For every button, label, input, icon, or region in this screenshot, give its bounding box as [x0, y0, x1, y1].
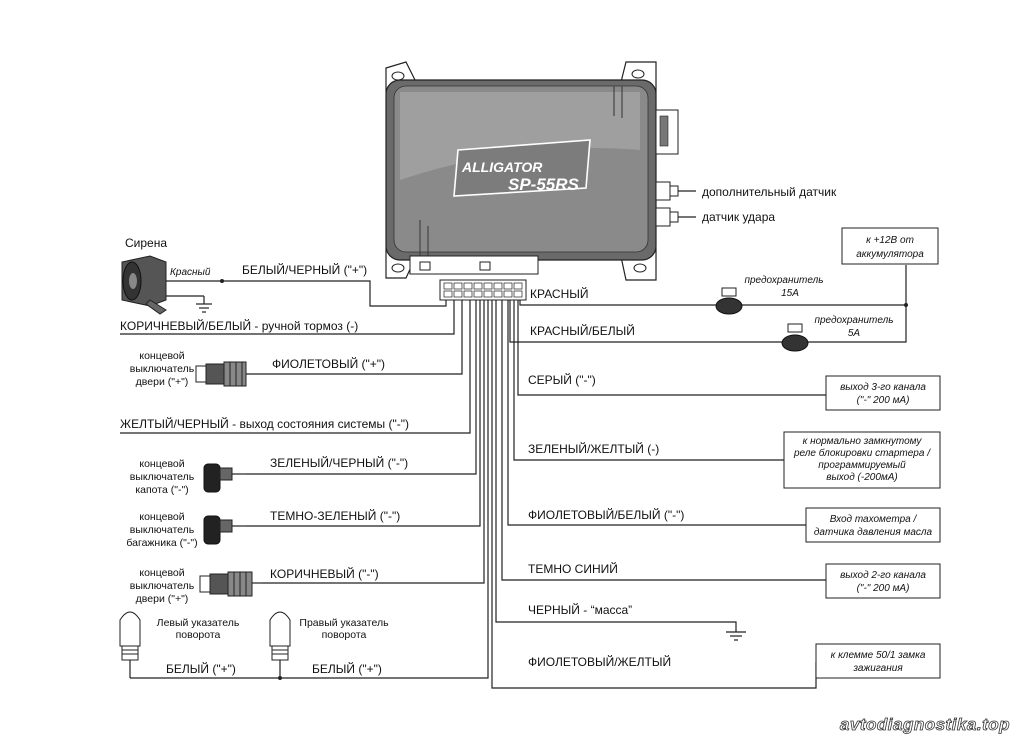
main-connector	[439, 279, 527, 301]
starter-relay-box: к нормально замкнутому реле блокировки с…	[783, 431, 941, 489]
svg-text:концевой: концевой	[139, 511, 184, 523]
svg-text:концевой: концевой	[139, 458, 184, 470]
watermark: avtodiagnostika.top	[840, 715, 1010, 734]
svg-text:15А: 15А	[781, 288, 799, 299]
svg-text:датчика давления масла: датчика давления масла	[814, 527, 933, 538]
svg-text:поворота: поворота	[322, 629, 367, 641]
wire-gray-label: СЕРЫЙ ("-")	[528, 372, 596, 387]
svg-text:зажигания: зажигания	[852, 663, 903, 674]
fuse-15a: предохранитель 15А	[715, 275, 824, 315]
svg-text:выключатель: выключатель	[130, 524, 195, 536]
siren-title: Сирена	[125, 236, 167, 250]
wire-yellow-black-label: ЖЕЛТЫЙ/ЧЕРНЫЙ - выход состояния системы …	[120, 416, 409, 431]
wire-dark-blue-label: ТЕМНО СИНИЙ	[528, 561, 618, 576]
battery-box: к +12В от аккумулятора	[841, 227, 939, 265]
left-wires	[120, 280, 489, 680]
svg-text:двери ("+"): двери ("+")	[136, 376, 189, 388]
wire-black-label: ЧЕРНЫЙ - “масса”	[528, 602, 632, 617]
left-turn-lamp: Левый указатель поворота	[119, 611, 240, 661]
wire-red-white-label: КРАСНЫЙ/БЕЛЫЙ	[530, 323, 635, 338]
wire-red-label: КРАСНЫЙ	[530, 286, 589, 301]
svg-text:к +12В от: к +12В от	[866, 235, 914, 246]
wire-green-black-label: ЗЕЛЕНЫЙ/ЧЕРНЫЙ ("-")	[270, 455, 408, 470]
channel-2-box: выход 2-го канала ("-" 200 мА)	[825, 563, 941, 599]
unit-model: SP-55RS	[508, 175, 580, 194]
svg-text:концевой: концевой	[139, 567, 184, 579]
trunk-switch: концевой выключатель багажника ("-")	[126, 511, 246, 549]
wire-green-yellow-label: ЗЕЛЕНЫЙ/ЖЕЛТЫЙ (-)	[528, 441, 659, 456]
svg-text:выключатель: выключатель	[130, 363, 195, 375]
svg-text:выход 2-го канала: выход 2-го канала	[840, 570, 926, 581]
svg-text:поворота: поворота	[176, 629, 221, 641]
alarm-unit: ALLIGATOR SP-55RS	[385, 61, 679, 301]
wire-brown-white-label: КОРИЧНЕВЫЙ/БЕЛЫЙ - ручной тормоз (-)	[120, 318, 358, 333]
hood-switch: концевой выключатель капота ("-")	[130, 458, 246, 496]
svg-text:выключатель: выключатель	[130, 580, 195, 592]
wire-violet-white-label: ФИОЛЕТОВЫЙ/БЕЛЫЙ ("-")	[528, 507, 684, 522]
svg-text:реле блокировки стартера /: реле блокировки стартера /	[793, 447, 931, 459]
door-switch-brown: концевой выключатель двери ("+")	[130, 567, 262, 605]
svg-text:капота ("-"): капота ("-")	[135, 484, 188, 496]
wire-violet-label: ФИОЛЕТОВЫЙ ("+")	[272, 356, 385, 371]
svg-text:двери ("+"): двери ("+")	[136, 593, 189, 605]
svg-text:Левый указатель: Левый указатель	[157, 617, 240, 629]
channel-3-box: выход 3-го канала ("-" 200 мА)	[825, 375, 941, 411]
wire-white-right-label: БЕЛЫЙ ("+")	[312, 661, 382, 676]
svg-text:Вход тахометра /: Вход тахометра /	[830, 514, 918, 525]
fuse-5a: предохранитель 5А	[781, 315, 894, 352]
svg-text:выход 3-го канала: выход 3-го канала	[840, 382, 926, 393]
svg-text:выход (-200мА): выход (-200мА)	[826, 472, 898, 483]
wire-white-black-label: БЕЛЫЙ/ЧЕРНЫЙ ("+")	[242, 262, 367, 277]
siren-wire-color: Красный	[170, 267, 211, 278]
svg-text:выключатель: выключатель	[130, 471, 195, 483]
wire-white-left-label: БЕЛЫЙ ("+")	[166, 661, 236, 676]
svg-text:Правый указатель: Правый указатель	[299, 617, 389, 629]
siren: Сирена Красный	[121, 236, 224, 315]
right-turn-lamp: Правый указатель поворота	[269, 611, 389, 661]
svg-text:аккумулятора: аккумулятора	[856, 249, 924, 260]
svg-text:("-" 200 мА): ("-" 200 мА)	[857, 583, 910, 594]
svg-text:концевой: концевой	[139, 350, 184, 362]
additional-sensor-label: дополнительный датчик	[702, 185, 837, 199]
wire-violet-yellow-label: ФИОЛЕТОВЫЙ/ЖЕЛТЫЙ	[528, 654, 671, 669]
tachometer-box: Вход тахометра / датчика давления масла	[805, 507, 941, 543]
svg-text:предохранитель: предохранитель	[814, 315, 893, 326]
svg-text:багажника ("-"): багажника ("-")	[126, 537, 197, 549]
shock-sensor-label: датчик удара	[702, 210, 775, 224]
door-switch-violet: концевой выключатель двери ("+")	[130, 350, 247, 388]
unit-brand: ALLIGATOR	[461, 159, 543, 175]
svg-text:к клемме 50/1 замка: к клемме 50/1 замка	[831, 650, 926, 661]
svg-text:5А: 5А	[848, 328, 861, 339]
ignition-box: к клемме 50/1 замка зажигания	[815, 643, 941, 679]
svg-text:предохранитель: предохранитель	[744, 275, 823, 286]
wire-brown-label: КОРИЧНЕВЫЙ ("-")	[270, 566, 379, 581]
svg-text:к нормально замкнутому: к нормально замкнутому	[803, 436, 923, 447]
wire-dark-green-label: ТЕМНО-ЗЕЛЕНЫЙ ("-")	[270, 508, 400, 523]
svg-text:("-" 200 мА): ("-" 200 мА)	[857, 395, 910, 406]
svg-text:программируемый: программируемый	[818, 460, 906, 471]
